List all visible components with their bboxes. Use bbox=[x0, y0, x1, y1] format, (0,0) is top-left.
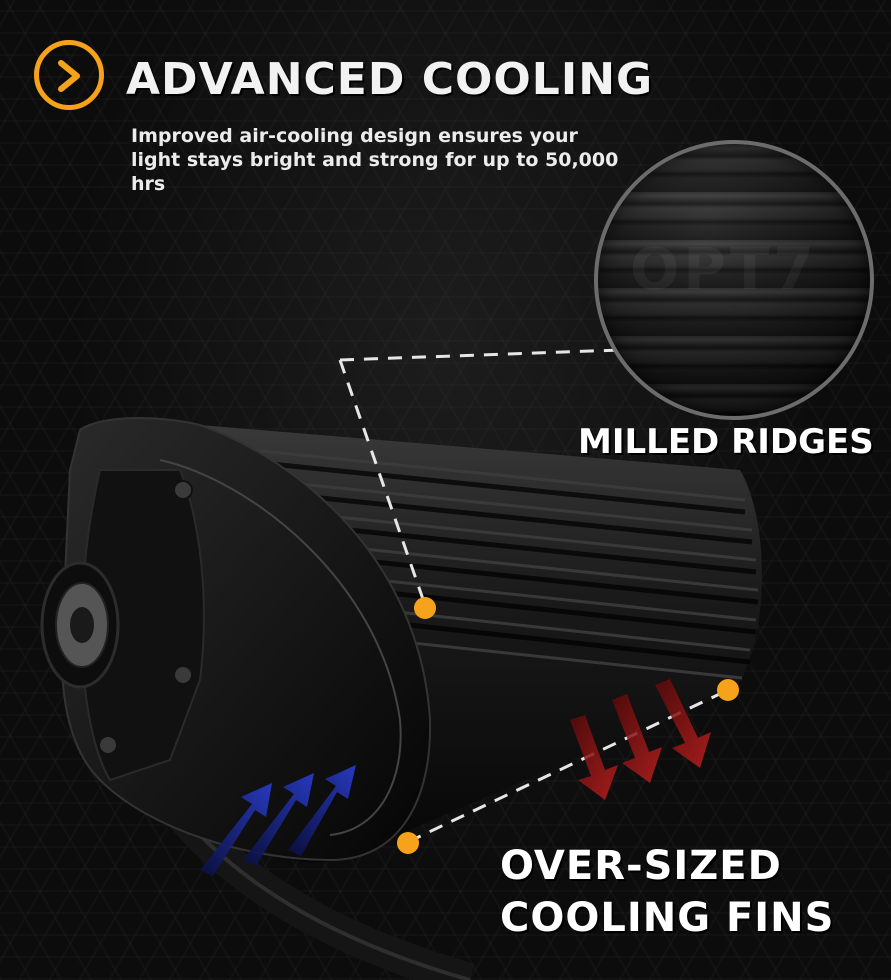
feature-description: Improved air-cooling design ensures your… bbox=[131, 125, 619, 195]
cooling-fins-label-line1: OVER-SIZED bbox=[500, 843, 782, 889]
milled-ridges-label: MILLED RIDGES bbox=[578, 422, 874, 462]
milled-ridges-closeup bbox=[594, 140, 874, 420]
feature-header: ADVANCED COOLING bbox=[34, 40, 684, 120]
brand-watermark: OPT7 bbox=[630, 235, 818, 303]
cooling-fins-label-line2: COOLING FINS bbox=[500, 895, 835, 941]
chevron-right-icon bbox=[34, 40, 104, 110]
cooling-fins-label: OVER-SIZED COOLING FINS bbox=[500, 840, 880, 944]
page-title: ADVANCED COOLING bbox=[126, 54, 654, 105]
